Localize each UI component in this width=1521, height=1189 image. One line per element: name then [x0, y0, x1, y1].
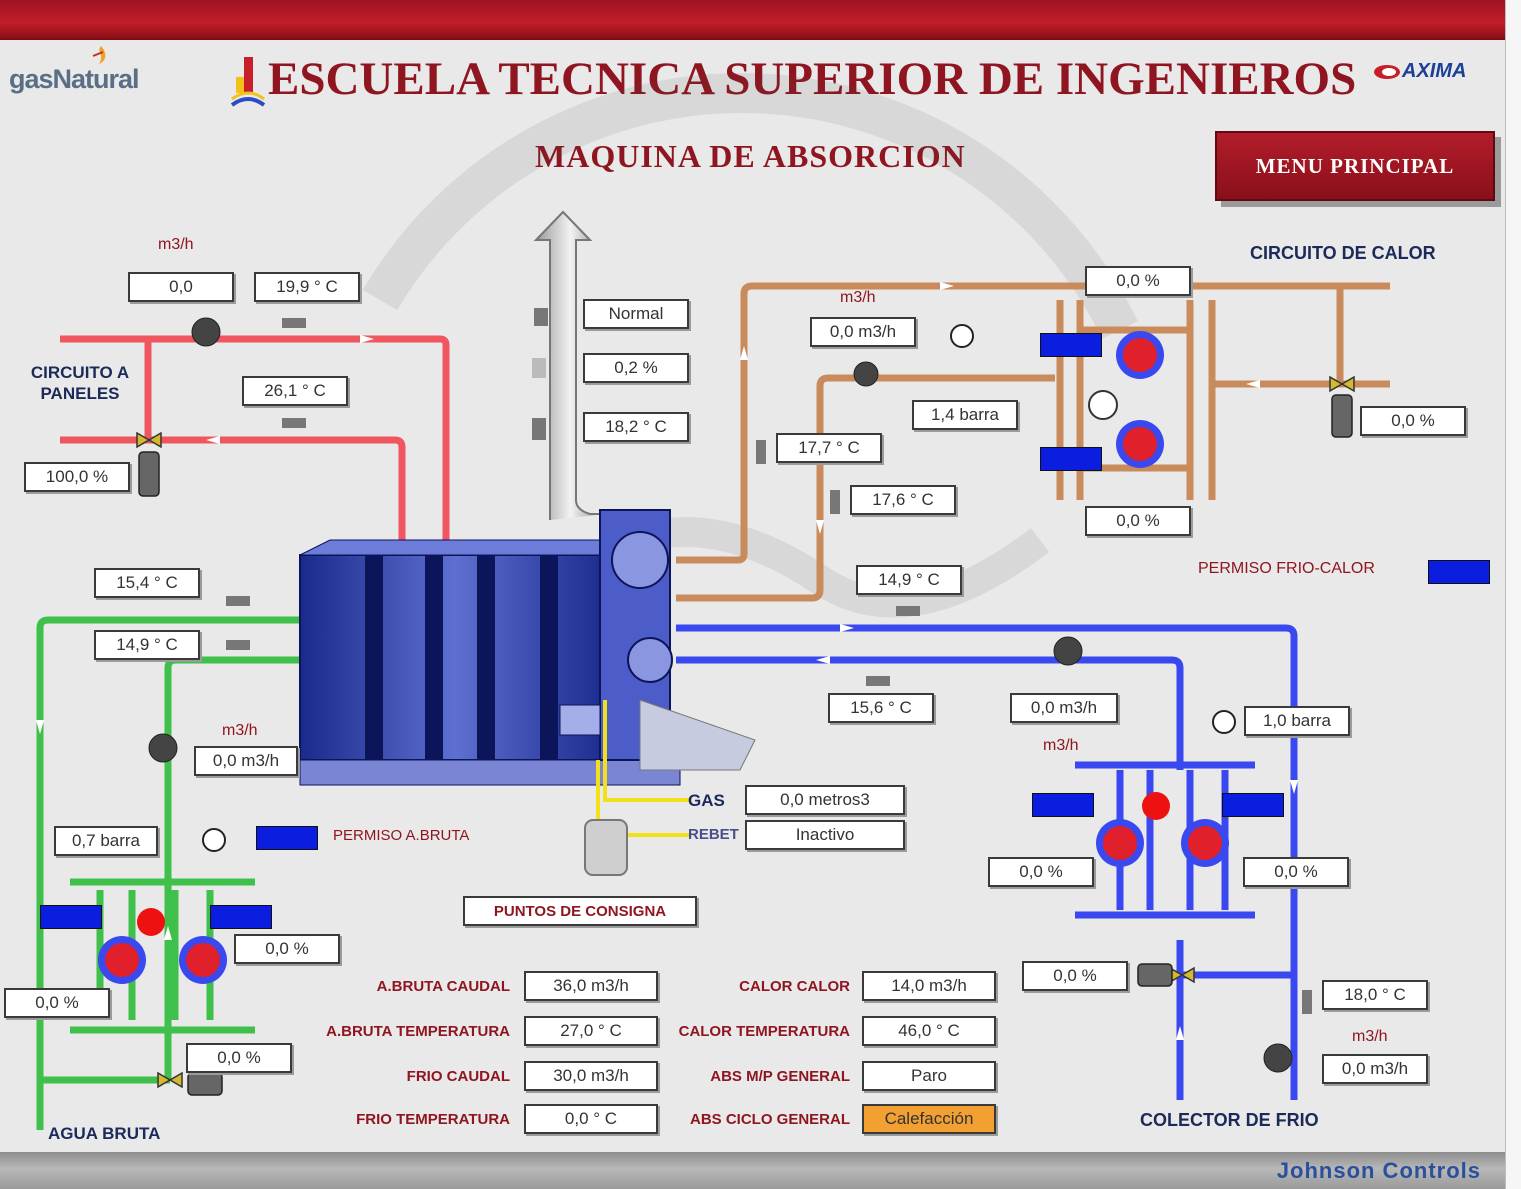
cold-flow-value: 0,0 m3/h	[1010, 693, 1118, 723]
setpoint-label: CALOR CALOR	[739, 978, 850, 995]
heat-flow-value: 0,0 m3/h	[810, 317, 916, 347]
axima-logo: AXIMA	[1402, 60, 1467, 82]
raw-temp-1: 15,4 ° C	[94, 568, 200, 598]
chimney-sensors	[532, 308, 548, 440]
heat-valve-value: 0,0 %	[1360, 406, 1466, 436]
heat-pump-bottom-value: 0,0 %	[1085, 506, 1191, 536]
panel-supply-temp: 19,9 ° C	[254, 272, 360, 302]
panel-flow-unit: m3/h	[158, 236, 194, 253]
cold-pump-2-status	[1222, 793, 1284, 817]
abs-cycle-value[interactable]: Calefacción	[862, 1104, 996, 1134]
pressure-gauges	[202, 324, 1236, 852]
heat-pump-2-status	[1040, 447, 1102, 471]
gas-value: 0,0 metros3	[745, 785, 905, 815]
panel-flow-value: 0,0	[128, 272, 234, 302]
page-subtitle: MAQUINA DE ABSORCION	[535, 138, 966, 174]
cold-supply-temp: 14,9 ° C	[856, 565, 962, 595]
setpoint-label: A.BRUTA TEMPERATURA	[326, 1023, 510, 1040]
raw-water-pumps	[98, 908, 227, 984]
flow-meters	[148, 317, 1293, 1073]
heat-pump-1-status	[1040, 333, 1102, 357]
setpoint-label: ABS CICLO GENERAL	[689, 1111, 850, 1128]
raw-valve-value: 0,0 %	[186, 1043, 292, 1073]
window-edge	[1505, 0, 1521, 1189]
rebet-value: Inactivo	[745, 820, 905, 850]
cold-collector-flow-unit: m3/h	[1352, 1028, 1388, 1045]
axima-swirl-icon	[1372, 62, 1402, 87]
setpoint-value[interactable]: Paro	[862, 1061, 996, 1091]
heat-pressure-value: 1,4 barra	[912, 400, 1018, 430]
gas-natural-flame-icon	[88, 44, 114, 75]
heat-circuit-pipes	[676, 282, 1390, 602]
header-bar	[0, 0, 1505, 40]
control-valves	[136, 375, 1355, 1089]
setpoint-value[interactable]: 14,0 m3/h	[862, 971, 996, 1001]
heat-return-temp: 17,6 ° C	[850, 485, 956, 515]
panel-valve-value: 100,0 %	[24, 462, 130, 492]
permiso-abruta-indicator	[256, 826, 318, 850]
permiso-frio-calor-indicator	[1428, 560, 1490, 584]
heat-pump-top-value: 0,0 %	[1085, 266, 1191, 296]
cold-collector-label: COLECTOR DE FRIO	[1140, 1110, 1319, 1130]
cold-collector-temp: 18,0 ° C	[1322, 980, 1428, 1010]
chimney-temperature: 18,2 ° C	[583, 412, 689, 442]
raw-pump-left-value: 0,0 %	[4, 988, 110, 1018]
gas-tank	[584, 700, 690, 876]
cold-pressure-value: 1,0 barra	[1244, 706, 1350, 736]
panel-return-temp: 26,1 ° C	[242, 376, 348, 406]
setpoint-label: FRIO CAUDAL	[406, 1068, 510, 1085]
setpoints-button[interactable]: PUNTOS DE CONSIGNA	[463, 896, 697, 926]
footer-bar	[0, 1152, 1505, 1189]
raw-pump-2-status	[210, 905, 272, 929]
heat-pumps	[1088, 331, 1164, 468]
cold-collector-flow: 0,0 m3/h	[1322, 1054, 1428, 1084]
raw-pump-1-status	[40, 905, 102, 929]
setpoint-value[interactable]: 36,0 m3/h	[524, 971, 658, 1001]
permiso-frio-calor-label: PERMISO FRIO-CALOR	[1198, 560, 1375, 577]
setpoint-value[interactable]: 30,0 m3/h	[524, 1061, 658, 1091]
setpoint-label: FRIO TEMPERATURA	[356, 1111, 510, 1128]
raw-flow-value: 0,0 m3/h	[194, 746, 298, 776]
setpoint-value[interactable]: 0,0 ° C	[524, 1104, 658, 1134]
setpoint-label: A.BRUTA CAUDAL	[376, 978, 510, 995]
gas-label: GAS	[688, 791, 725, 810]
panel-circuit-label: CIRCUITO A PANELES	[30, 363, 130, 403]
chimney-percent: 0,2 %	[583, 353, 689, 383]
heat-flow-unit: m3/h	[840, 289, 876, 306]
raw-flow-unit: m3/h	[222, 722, 258, 739]
cold-pump-left-value: 0,0 %	[988, 857, 1094, 887]
johnson-controls-logo: Johnson Controls	[1276, 1158, 1481, 1183]
raw-pump-right-value: 0,0 %	[234, 934, 340, 964]
setpoint-value[interactable]: 27,0 ° C	[524, 1016, 658, 1046]
university-emblem-icon	[230, 55, 266, 112]
permiso-abruta-label: PERMISO A.BRUTA	[333, 827, 470, 844]
cold-pump-1-status	[1032, 793, 1094, 817]
setpoint-label: CALOR TEMPERATURA	[678, 1023, 850, 1040]
gas-natural-logo: gasNatural	[9, 64, 140, 94]
page-title: ESCUELA TECNICA SUPERIOR DE INGENIEROS	[268, 53, 1357, 105]
valve-actuators	[138, 394, 1353, 1096]
absorption-machine	[299, 509, 756, 786]
heat-supply-temp: 17,7 ° C	[776, 433, 882, 463]
main-menu-button[interactable]: MENU PRINCIPAL	[1215, 131, 1495, 201]
panel-circuit-pipes	[60, 335, 450, 560]
chimney-status: Normal	[583, 299, 689, 329]
raw-water-label: AGUA BRUTA	[48, 1124, 161, 1143]
setpoint-value[interactable]: 46,0 ° C	[862, 1016, 996, 1046]
setpoint-label: ABS M/P GENERAL	[710, 1068, 850, 1085]
temperature-sensors	[226, 318, 1312, 1014]
raw-temp-2: 14,9 ° C	[94, 630, 200, 660]
chimney	[533, 210, 605, 520]
cold-return-temp: 15,6 ° C	[828, 693, 934, 723]
rebet-label: REBET	[688, 826, 739, 843]
cold-pump-right-value: 0,0 %	[1243, 857, 1349, 887]
cold-flow-unit: m3/h	[1043, 737, 1079, 754]
raw-pressure-value: 0,7 barra	[54, 826, 158, 856]
heat-circuit-label: CIRCUITO DE CALOR	[1250, 243, 1436, 263]
cold-valve-value: 0,0 %	[1022, 961, 1128, 991]
cold-pumps	[1096, 792, 1229, 867]
